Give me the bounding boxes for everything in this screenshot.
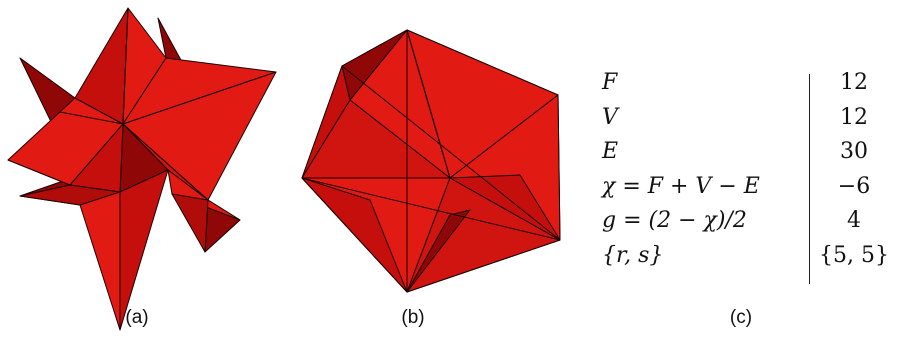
panel-a	[0, 0, 290, 340]
star-polyhedron-drawing	[7, 7, 277, 331]
face-right-shade	[449, 174, 561, 241]
face-lower-right	[167, 169, 241, 221]
row-value: −6	[837, 173, 871, 199]
panel-b	[290, 0, 590, 340]
caption-a: (a)	[125, 307, 149, 328]
caption-b: (b)	[401, 307, 425, 328]
row-value: 12	[840, 104, 868, 130]
polyhedron-drawing	[301, 29, 561, 293]
row-symbol: g = (2 − χ)/2	[602, 208, 747, 233]
row-symbol: F	[602, 70, 618, 95]
row-symbol: χ = F + V − E	[602, 173, 760, 199]
caption-c: (c)	[729, 307, 753, 328]
row-value: 4	[847, 208, 861, 233]
row-symbol: V	[602, 104, 618, 130]
row-value: 30	[840, 139, 868, 164]
face-lower-right-dark	[171, 193, 209, 253]
row-value: {5, 5}	[819, 242, 889, 268]
face-lower-left-dark	[301, 177, 408, 293]
row-symbol: E	[602, 139, 619, 164]
row-symbol: {r, s}	[602, 242, 664, 268]
table-divider	[809, 74, 811, 284]
spike-bottom-right	[119, 169, 169, 331]
row-value: 12	[840, 70, 868, 95]
face-bottom-dark	[406, 209, 471, 293]
